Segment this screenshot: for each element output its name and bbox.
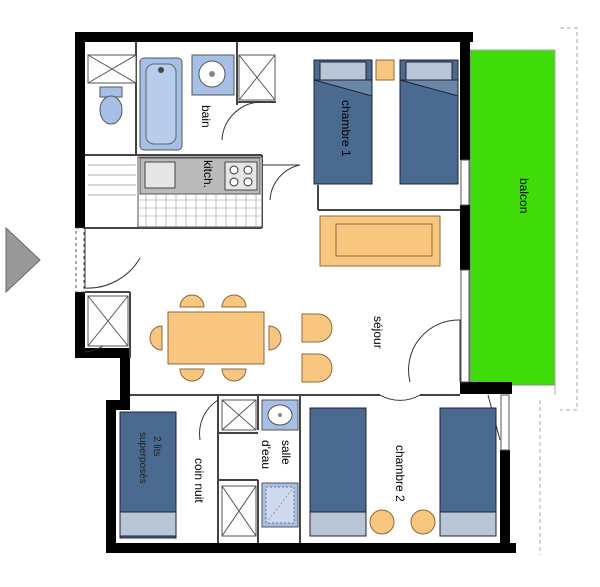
washbasin-icon xyxy=(261,399,299,431)
storage-closet-bain xyxy=(238,54,276,101)
stove-icon xyxy=(224,161,258,191)
bunk-bed xyxy=(119,411,177,539)
windows xyxy=(75,159,510,451)
bathtub-icon xyxy=(139,57,183,151)
outer-dashed-line xyxy=(560,27,578,411)
toilet-icon xyxy=(99,86,123,125)
kitchen-sink-icon xyxy=(144,161,176,189)
label-bain: bain xyxy=(199,105,213,128)
label-balcon: balcon xyxy=(517,178,531,213)
bed-chambre1-right xyxy=(399,59,459,185)
storage-closet-top xyxy=(87,54,137,84)
armchairs xyxy=(301,313,333,383)
storage-closet-salle xyxy=(221,399,257,431)
stools-chambre2 xyxy=(369,509,436,535)
sofa xyxy=(319,215,441,267)
storage-closet-entry xyxy=(87,295,129,347)
label-chambre2: chambre 2 xyxy=(393,445,407,502)
entrance-arrow-icon xyxy=(5,226,41,294)
label-salle: salle xyxy=(279,440,293,465)
storage-closet-coin-nuit xyxy=(221,485,257,537)
label-kitch: kitch. xyxy=(201,160,215,188)
label-lits: 2 lits xyxy=(151,436,162,457)
dining-table xyxy=(149,294,282,382)
partitions xyxy=(85,42,460,543)
shower-icon xyxy=(261,482,299,528)
label-coin-nuit: coin nuit xyxy=(192,458,206,503)
bed-chambre2-right xyxy=(439,407,497,537)
kitchen-counter xyxy=(137,156,263,228)
bathroom-sink-icon xyxy=(191,54,235,96)
label-deau: d'eau xyxy=(259,440,273,469)
label-superposes: superposés xyxy=(137,432,148,484)
kitchen-storage xyxy=(88,164,136,196)
bed-chambre1-left xyxy=(313,59,373,185)
balcony xyxy=(469,49,556,386)
bed-chambre2-left xyxy=(309,407,367,537)
label-chambre1: chambre 1 xyxy=(339,100,353,157)
label-sejour: séjour xyxy=(371,316,385,349)
walls xyxy=(75,32,516,553)
nightstand-chambre1 xyxy=(375,59,395,81)
